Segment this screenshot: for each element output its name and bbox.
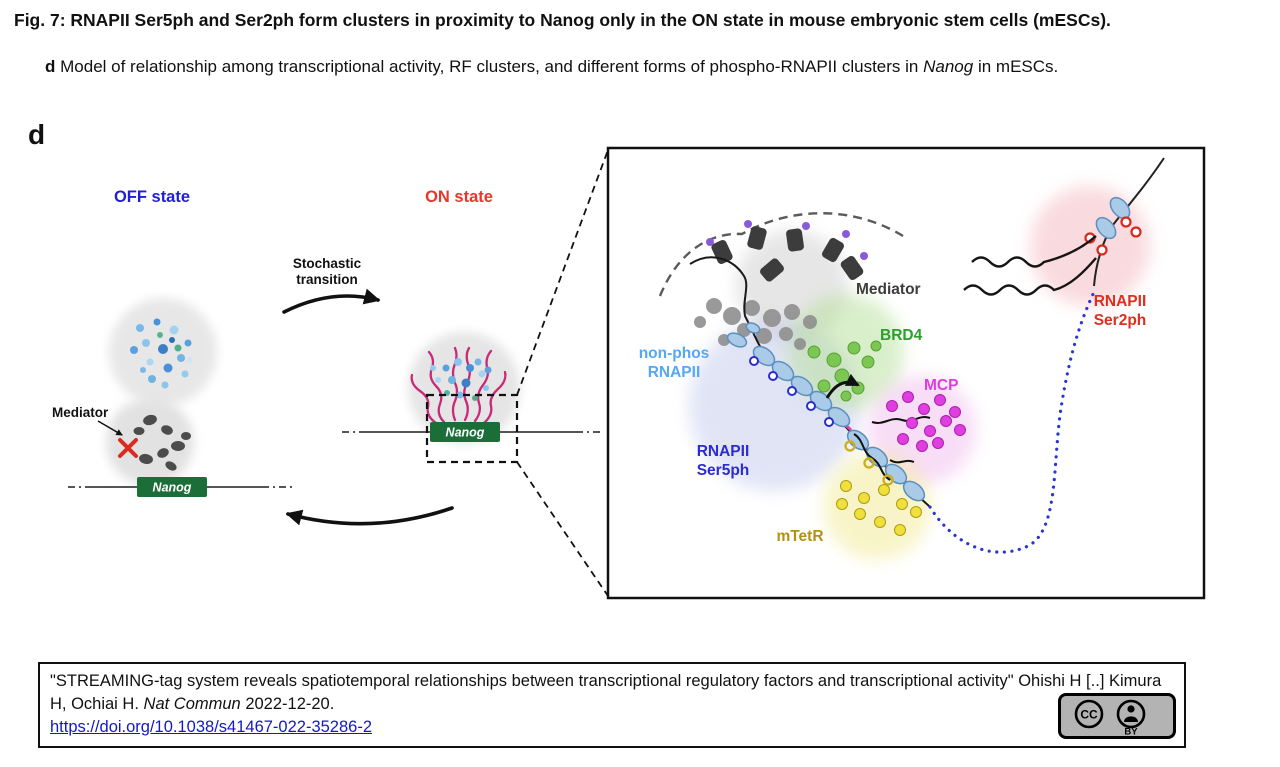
mcp-dots xyxy=(886,391,966,452)
mediator-pointer-line xyxy=(97,420,123,436)
citation-journal: Nat Commun xyxy=(143,694,241,713)
brd4-blobs xyxy=(807,340,882,402)
stochastic-label-line2: transition xyxy=(296,272,358,287)
mtetr-label: mTetR xyxy=(776,528,823,545)
figure-caption: d Model of relationship among transcript… xyxy=(45,57,1245,77)
brd4-cluster-halo xyxy=(788,294,904,410)
stochastic-label-line1: Stochastic xyxy=(293,256,362,271)
mediator-label-zoom: Mediator xyxy=(856,281,921,298)
off-state-label: OFF state xyxy=(114,188,190,206)
ser5ph-label-line1: RNAPII xyxy=(697,443,750,460)
mtetr-dots xyxy=(836,480,922,536)
cc-icon-text: CC xyxy=(1080,708,1098,722)
zoom-connectors xyxy=(516,149,609,597)
mtetr-rings xyxy=(844,440,894,486)
mediator-blobs xyxy=(133,414,191,471)
cc-by-badge[interactable]: CC BY xyxy=(1058,693,1176,740)
rf-cluster-dots xyxy=(130,318,193,389)
transition-arrows: Stochastic transition xyxy=(282,256,454,526)
figure-diagram: d OFF state Mediator xyxy=(28,119,1206,600)
zoom-panel: Mediator BRD4 non-phos RNAPII MCP RNAPII… xyxy=(606,146,1206,600)
doi-link[interactable]: https://doi.org/10.1038/s41467-022-35286… xyxy=(50,717,372,736)
red-x-icon xyxy=(118,438,138,458)
nonphos-rnapii-shapes xyxy=(726,322,761,348)
caption-gene-italic: Nanog xyxy=(923,57,974,76)
nanog-label-off: Nanog xyxy=(153,481,192,495)
nonphos-label-line2: RNAPII xyxy=(648,364,701,381)
license-by-text: BY xyxy=(1124,727,1138,737)
ser2ph-label-line2: Ser2ph xyxy=(1094,312,1147,329)
cc-by-badge-icons: CC BY xyxy=(1074,699,1146,738)
panel-letter-d: d xyxy=(28,119,45,150)
ser5ph-label-line2: Ser5ph xyxy=(697,462,750,479)
nonphos-label-line1: non-phos xyxy=(639,345,710,362)
ser2ph-label-line1: RNAPII xyxy=(1094,293,1147,310)
on-cluster-dots xyxy=(430,358,492,401)
caption-text: Model of relationship among transcriptio… xyxy=(60,57,919,76)
citation-date: 2022-12-20. xyxy=(245,694,335,713)
nascent-rna-zoom xyxy=(853,416,931,481)
ser2ph-rnapii-ovals xyxy=(1095,196,1131,240)
ser5ph-mark-rings xyxy=(749,356,834,427)
citation-text: "STREAMING-tag system reveals spatiotemp… xyxy=(50,672,1162,713)
on-state-group: ON state Nanog xyxy=(342,188,600,464)
ser2ph-mark-rings xyxy=(1084,216,1142,256)
histone-mark-dots xyxy=(706,220,868,260)
nanog-gene-box-off xyxy=(137,477,207,497)
caption-panel-letter: d xyxy=(45,57,56,76)
transcription-direction-arrow xyxy=(825,373,860,399)
ser2ph-cluster-halo xyxy=(1030,186,1150,306)
chromatin-dashed-loop xyxy=(658,212,904,297)
on-state-label: ON state xyxy=(425,188,493,206)
mcp-label: MCP xyxy=(924,377,958,394)
elongation-dotted-path xyxy=(928,290,1096,554)
off-state-group: OFF state Mediator xyxy=(52,188,292,497)
person-icon xyxy=(1116,699,1146,729)
figure-title: Fig. 7: RNAPII Ser5ph and Ser2ph form cl… xyxy=(14,10,1111,30)
nanog-gene-box-on xyxy=(430,422,500,442)
long-rna-squiggles xyxy=(963,235,1097,296)
cc-icon xyxy=(1074,699,1104,729)
mediator-label-off: Mediator xyxy=(52,405,109,420)
mediator-complex-blobs xyxy=(694,298,817,350)
caption-text-end: in mESCs. xyxy=(977,57,1059,76)
dna-path-ser2ph xyxy=(1093,157,1165,287)
citation-box: "STREAMING-tag system reveals spatiotemp… xyxy=(38,662,1186,749)
nanog-label-on: Nanog xyxy=(446,426,485,440)
transition-arrow-forward xyxy=(282,288,381,314)
zoom-selection-box xyxy=(425,393,519,464)
transition-arrow-reverse xyxy=(285,506,454,526)
brd4-label: BRD4 xyxy=(880,327,923,344)
